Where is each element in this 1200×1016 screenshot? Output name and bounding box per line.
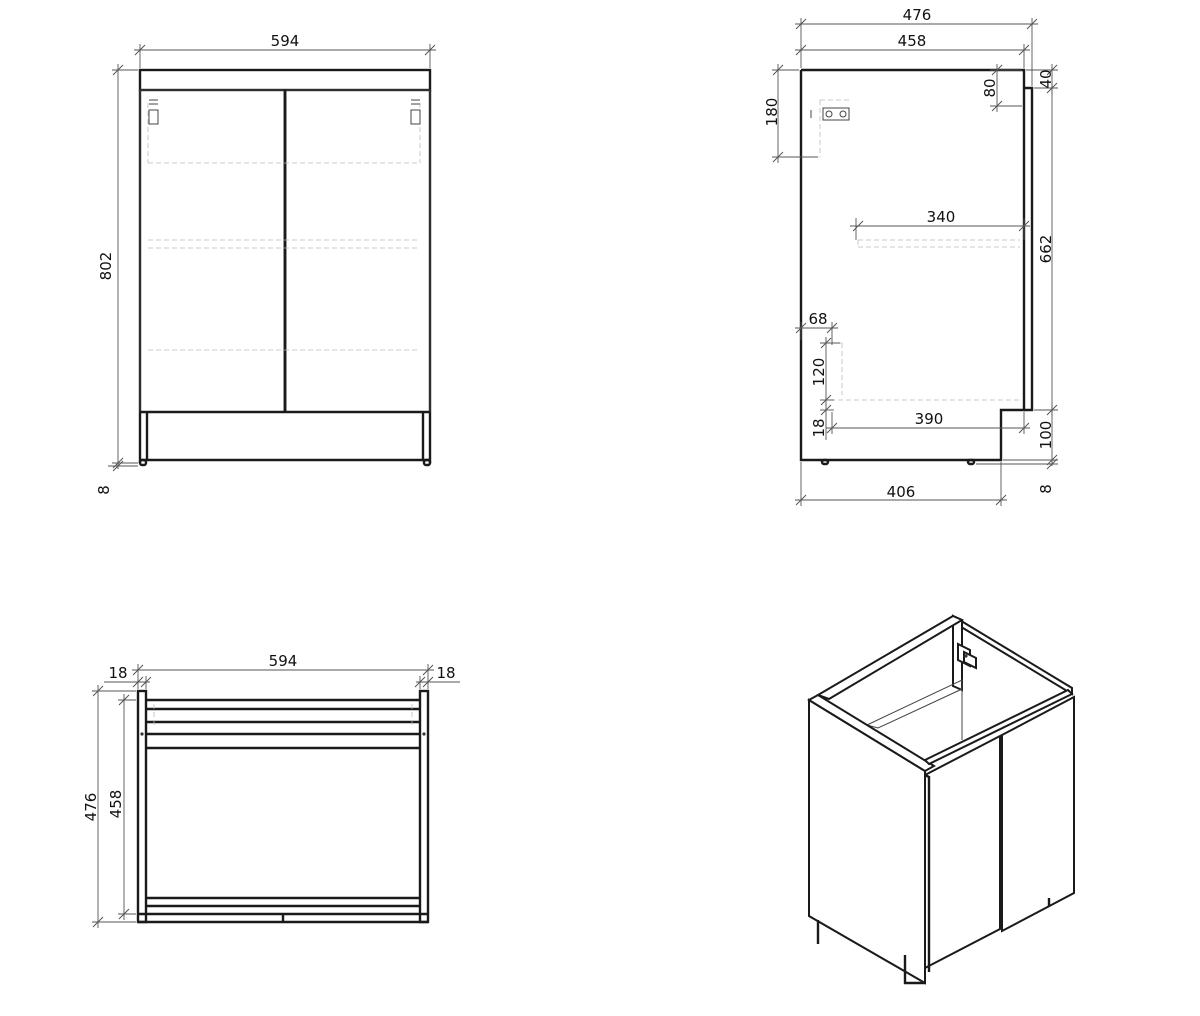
side-offset-68-label: 68 bbox=[808, 310, 827, 328]
hinge-icon bbox=[410, 99, 421, 125]
side-foot-label: 8 bbox=[1037, 484, 1055, 494]
side-view: 476 458 180 80 40 340 662 bbox=[763, 6, 1058, 506]
front-foot-label: 8 bbox=[95, 485, 113, 495]
side-base-depth-label: 390 bbox=[915, 410, 944, 428]
top-width-label: 594 bbox=[269, 652, 298, 670]
side-height-label: 662 bbox=[1037, 235, 1055, 264]
top-outer-depth-label: 476 bbox=[82, 793, 100, 822]
hinge-icon bbox=[148, 99, 159, 125]
side-base-18-label: 18 bbox=[810, 418, 828, 437]
top-view: 594 18 18 476 458 bbox=[82, 652, 460, 928]
side-foot-depth-label: 406 bbox=[887, 483, 916, 501]
side-rail-40-label: 40 bbox=[1037, 69, 1055, 88]
side-outer-depth-label: 476 bbox=[903, 6, 932, 24]
side-inner-depth-label: 458 bbox=[898, 32, 927, 50]
top-left-panel-label: 18 bbox=[108, 664, 127, 682]
front-width-label: 594 bbox=[271, 32, 300, 50]
side-shelf-depth-label: 340 bbox=[927, 208, 956, 226]
side-rail-80-label: 80 bbox=[981, 78, 999, 97]
side-gap-120-label: 120 bbox=[810, 358, 828, 387]
isometric-view bbox=[807, 614, 1075, 985]
hinge-icon bbox=[957, 642, 977, 670]
front-view: 594 802 8 bbox=[95, 32, 436, 495]
front-height-label: 802 bbox=[97, 252, 115, 281]
top-inner-depth-label: 458 bbox=[107, 790, 125, 819]
hinge-icon bbox=[810, 107, 850, 121]
side-plinth-label: 100 bbox=[1037, 421, 1055, 450]
side-top-offset-label: 180 bbox=[763, 98, 781, 127]
top-right-panel-label: 18 bbox=[436, 664, 455, 682]
